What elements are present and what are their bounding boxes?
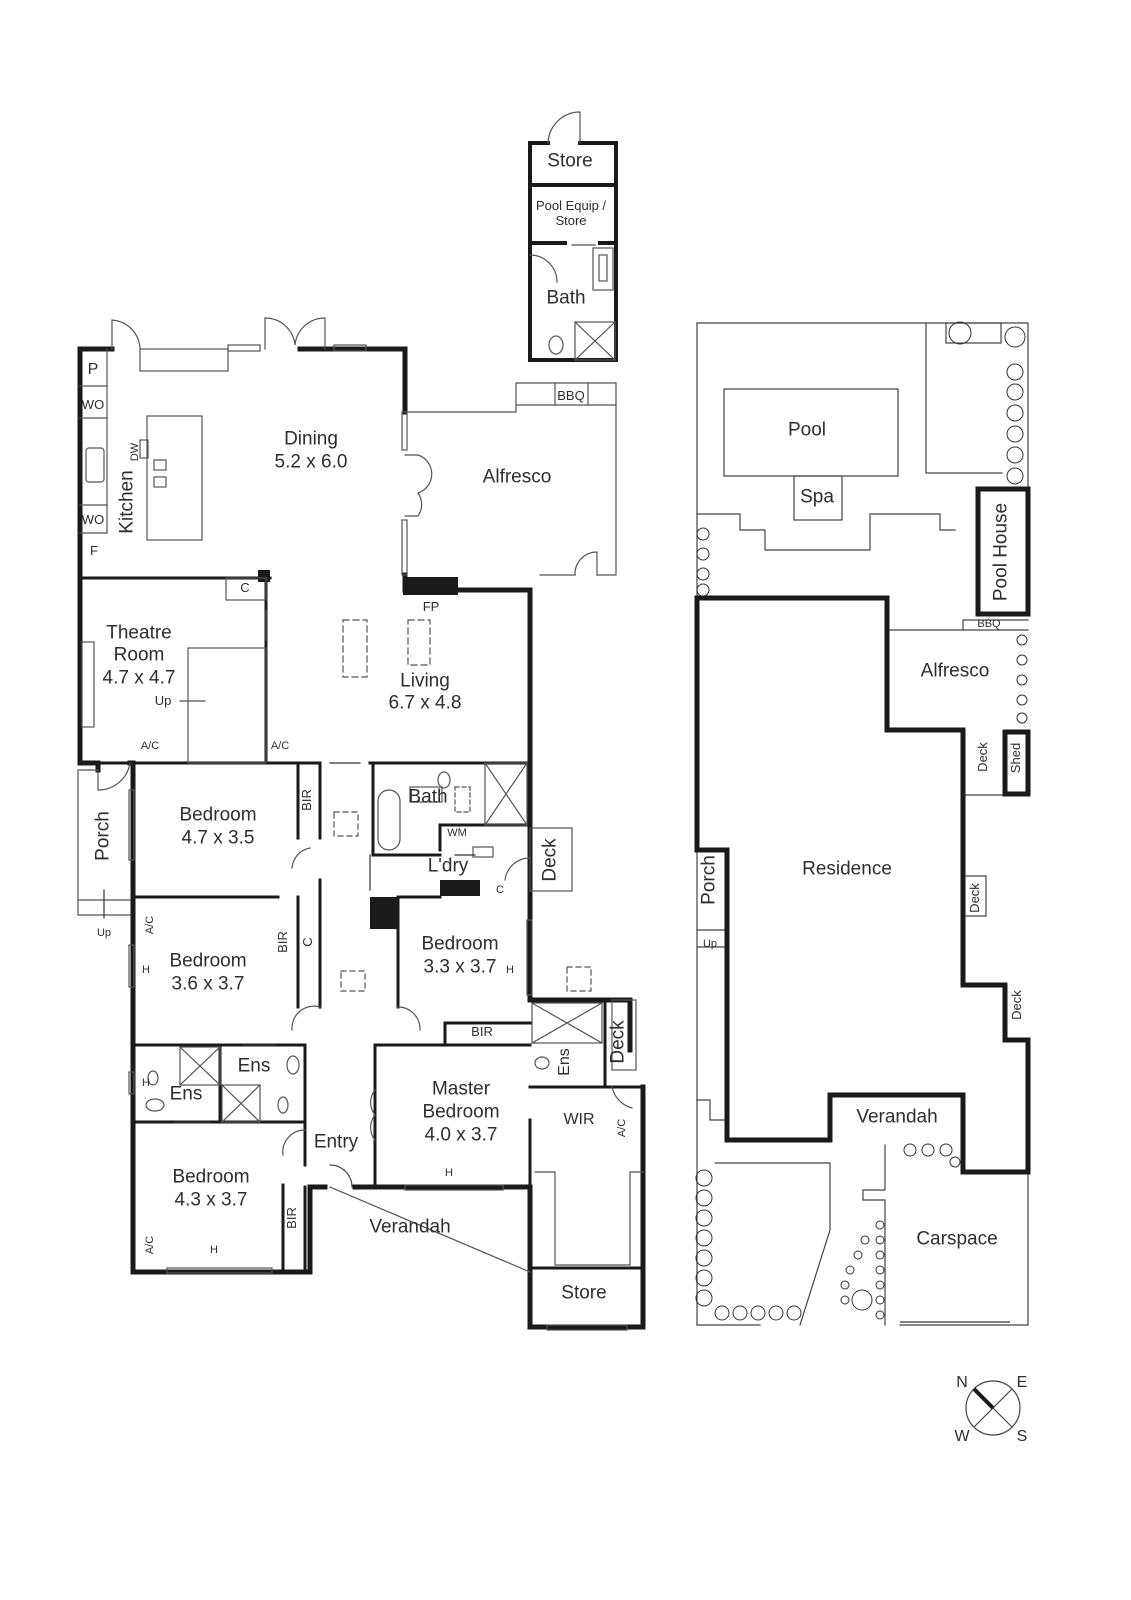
room-theatre-line1: Theatre	[106, 622, 172, 644]
room-dining: Dining	[284, 428, 338, 450]
room-theatre-line2: Room	[113, 644, 165, 666]
room-wir: WIR	[563, 1111, 595, 1129]
residence-walls	[694, 486, 1031, 1175]
label-stairs-up-theatre: Up	[154, 692, 172, 708]
compass-west: W	[954, 1428, 970, 1446]
site-spa: Spa	[800, 486, 834, 508]
landscaping-shrubs	[695, 321, 1028, 1321]
label-wall-oven-1: WO	[81, 396, 105, 412]
room-ensuite-master: Ens	[556, 1048, 574, 1076]
site-deck-2: Deck	[966, 883, 982, 913]
label-ac-living: A/C	[270, 739, 290, 752]
label-heater-bed4: H	[506, 963, 514, 976]
room-deck-laundry: Deck	[539, 838, 561, 882]
room-master-size: 4.0 x 3.7	[424, 1124, 498, 1146]
label-heater-bed3: H	[142, 963, 150, 976]
compass-east: E	[1016, 1374, 1028, 1392]
label-heater-master: H	[445, 1166, 453, 1179]
site-pool-house: Pool House	[990, 502, 1012, 602]
compass-north: N	[956, 1374, 968, 1392]
room-master-line2: Bedroom	[422, 1101, 500, 1123]
site-alfresco: Alfresco	[920, 660, 990, 682]
site-carspace: Carspace	[916, 1228, 998, 1250]
pool-building-walls	[528, 141, 618, 362]
site-bbq: BBQ	[977, 617, 1001, 630]
label-pantry: P	[87, 361, 99, 379]
site-shed: Shed	[1007, 742, 1023, 774]
label-bir-1: BIR	[298, 789, 314, 811]
label-heater-ens: H	[142, 1076, 150, 1089]
room-theatre-size: 4.7 x 4.7	[102, 667, 176, 689]
label-ac-theatre: A/C	[140, 739, 160, 752]
room-bedroom-2: Bedroom	[179, 804, 257, 826]
room-bedroom-3-size: 3.6 x 3.7	[171, 973, 245, 995]
room-ensuite-1: Ens	[237, 1055, 271, 1077]
room-bedroom-4-size: 3.3 x 3.7	[423, 956, 497, 978]
room-pool-equip-line2: Store	[555, 212, 587, 228]
site-deck-1: Deck	[974, 742, 990, 772]
label-fireplace: FP	[422, 598, 440, 614]
site-verandah: Verandah	[856, 1106, 938, 1128]
label-ac-bed3: A/C	[143, 915, 156, 935]
room-porch: Porch	[92, 811, 114, 861]
room-alfresco: Alfresco	[482, 466, 552, 488]
room-laundry: L'dry	[427, 855, 469, 877]
label-stairs-up-porch: Up	[96, 926, 112, 939]
label-cupboard-hall: C	[299, 937, 315, 947]
label-bir-2: BIR	[274, 931, 290, 953]
compass-icon	[965, 1380, 1021, 1436]
site-outline	[696, 322, 1029, 1326]
room-deck-master: Deck	[607, 1020, 629, 1064]
label-bbq: BBQ	[557, 387, 585, 403]
room-bedroom-5-size: 4.3 x 3.7	[174, 1189, 248, 1211]
room-ensuite-2: Ens	[169, 1083, 203, 1105]
room-master-line1: Master	[431, 1078, 491, 1100]
compass-south: S	[1016, 1428, 1028, 1446]
site-deck-3: Deck	[1008, 990, 1024, 1020]
label-washing-machine: WM	[447, 826, 467, 839]
room-store: Store	[561, 1282, 607, 1304]
site-pool: Pool	[787, 419, 827, 441]
label-bir-master: BIR	[471, 1023, 493, 1039]
site-stairs-up: Up	[702, 937, 718, 950]
room-bedroom-2-size: 4.7 x 3.5	[181, 827, 255, 849]
room-living: Living	[400, 670, 450, 692]
label-cupboard-theatre: C	[240, 579, 250, 595]
room-pool-bath: Bath	[546, 287, 586, 309]
room-bath: Bath	[408, 786, 448, 808]
room-kitchen: Kitchen	[116, 470, 138, 534]
room-dining-size: 5.2 x 6.0	[274, 451, 348, 473]
label-fridge: F	[90, 542, 98, 558]
label-wall-oven-2: WO	[81, 511, 105, 527]
label-cupboard-laundry: C	[496, 883, 504, 896]
room-store-pool: Store	[547, 150, 593, 172]
room-pool-equip-line1: Pool Equip /	[535, 197, 607, 213]
label-bir-bed5: BIR	[283, 1207, 299, 1229]
label-dishwasher: DW	[128, 442, 141, 462]
room-bedroom-3: Bedroom	[169, 950, 247, 972]
site-residence: Residence	[802, 858, 892, 880]
site-porch: Porch	[698, 855, 720, 905]
label-heater-bed5: H	[210, 1243, 218, 1256]
room-living-size: 6.7 x 4.8	[388, 692, 462, 714]
room-verandah: Verandah	[369, 1216, 451, 1238]
label-ac-wir: A/C	[615, 1118, 628, 1138]
room-entry: Entry	[313, 1131, 359, 1153]
label-ac-bed5: A/C	[143, 1235, 156, 1255]
room-bedroom-4: Bedroom	[421, 933, 499, 955]
room-bedroom-5: Bedroom	[172, 1166, 250, 1188]
